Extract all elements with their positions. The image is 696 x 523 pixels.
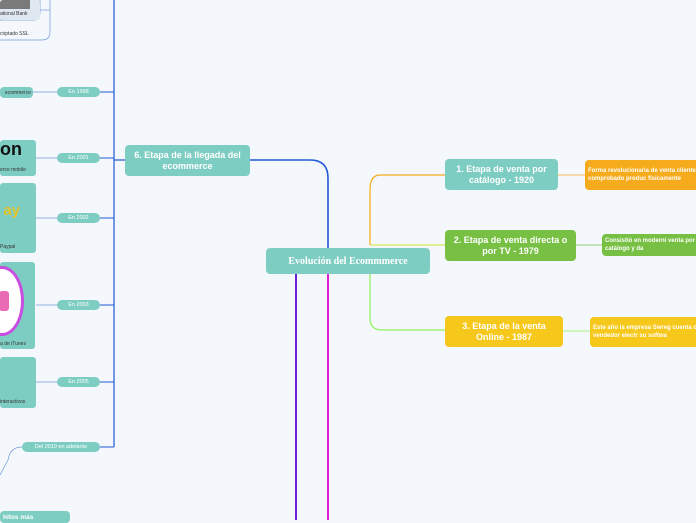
leaf-ecommerce[interactable]: ecommerce — [0, 87, 33, 98]
leaf-label-interactivos: interactivos — [0, 399, 26, 405]
year-2003[interactable]: En 2003 — [57, 300, 100, 310]
leaf-bank-card[interactable] — [0, 0, 40, 20]
desc-etapa-2[interactable]: Consistió en moderni venta por catálogo … — [602, 234, 696, 256]
branch-etapa-3[interactable]: 3. Etapa de la venta Online - 1987 — [445, 316, 563, 347]
leaf-interactivos[interactable]: interactivos — [0, 357, 36, 408]
year-2002[interactable]: En 2002 — [57, 213, 100, 223]
amazon-logo: on — [0, 140, 22, 159]
leaf-label-ssl: criptado SSL — [0, 31, 29, 37]
leaf-label-mobile: erce mobile — [0, 167, 26, 173]
itunes-icon — [0, 266, 24, 336]
desc-etapa-3[interactable]: Este año la empresa Swreg cuenta de vend… — [590, 317, 696, 347]
bank-image — [0, 0, 30, 9]
leaf-amazon[interactable]: on erce mobile — [0, 140, 36, 176]
branch-etapa-6[interactable]: 6. Etapa de la llegada del ecommerce — [125, 145, 250, 176]
ebay-logo: ay — [3, 202, 20, 219]
leaf-ebay[interactable]: ay Paypal — [0, 183, 36, 253]
desc-etapa-1[interactable]: Forma revolucionaria de venta cliente co… — [585, 160, 696, 190]
year-2010[interactable]: Del 2010 en adelante — [22, 442, 100, 452]
leaf-hitos[interactable]: hitos más — [0, 511, 70, 523]
branch-etapa-1[interactable]: 1. Etapa de venta por catálogo - 1920 — [445, 159, 558, 190]
leaf-label-bank: ational Bank — [0, 11, 28, 17]
leaf-label-itunes: a de iTunes — [0, 341, 26, 347]
year-1998[interactable]: En 1998 — [57, 87, 100, 97]
leaf-itunes[interactable]: a de iTunes — [0, 262, 35, 349]
leaf-label-paypal: Paypal — [0, 244, 16, 250]
central-topic[interactable]: Evolución del Ecommmerce — [266, 248, 430, 274]
year-2001[interactable]: En 2001 — [57, 153, 100, 163]
branch-etapa-2[interactable]: 2. Etapa de venta directa o por TV - 197… — [445, 230, 576, 261]
year-2005[interactable]: En 2005 — [57, 377, 100, 387]
